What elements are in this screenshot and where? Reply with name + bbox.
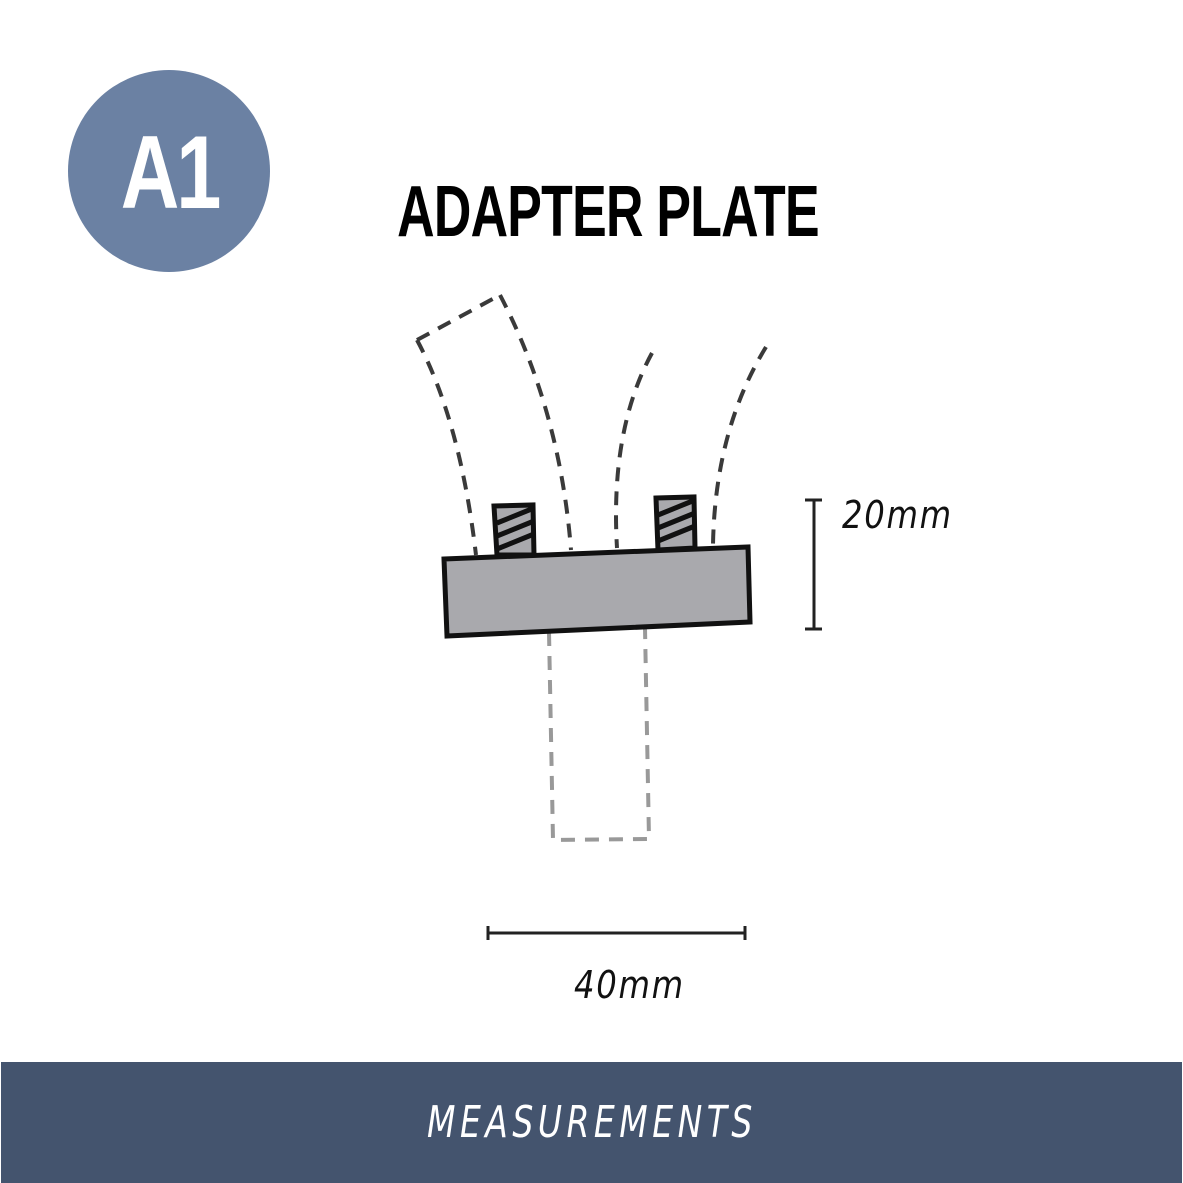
page-title: ADAPTER PLATE — [397, 172, 819, 252]
left-bolt — [491, 502, 537, 558]
section-badge: A1 — [68, 70, 270, 272]
width-dimension-line — [486, 926, 747, 940]
height-dimension-line — [805, 498, 822, 631]
badge-label: A1 — [120, 115, 221, 231]
frame-ghost-outline — [415, 293, 768, 556]
footer-banner: MEASUREMENTS — [1, 1062, 1182, 1183]
width-dimension-label: 40mm — [574, 963, 685, 1007]
height-dimension-label: 20mm — [842, 493, 953, 537]
adapter-plate — [441, 544, 753, 639]
tube-ghost-outline — [547, 627, 652, 843]
footer-label: MEASUREMENTS — [426, 1096, 757, 1148]
right-bolt — [653, 494, 698, 553]
